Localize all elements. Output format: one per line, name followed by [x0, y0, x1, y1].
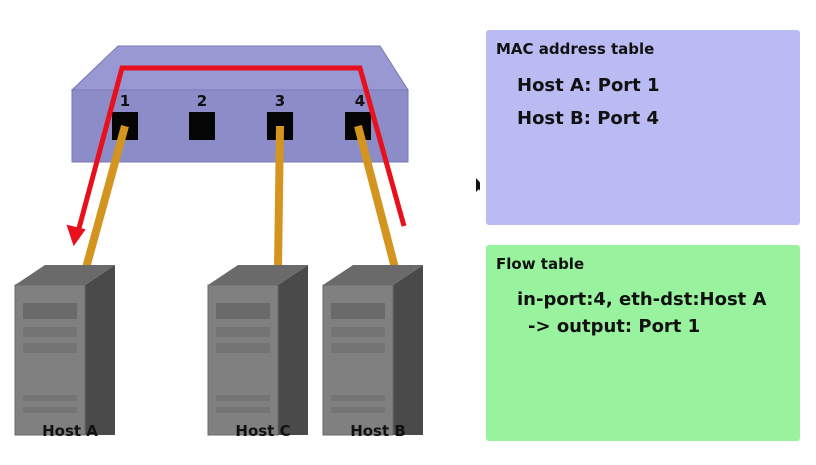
mac-table-title: MAC address table — [496, 40, 655, 58]
forwarding-path-arrow — [66, 65, 407, 247]
port-3-label: 3 — [275, 92, 285, 110]
flow-table-title: Flow table — [496, 255, 585, 273]
mac-address-table-panel: MAC address table Host A: Port 1 Host B:… — [486, 30, 800, 225]
arrow-head-icon — [66, 224, 86, 247]
flow-rule-action: -> output: Port 1 — [528, 316, 701, 337]
host-b-label: Host B — [350, 422, 406, 440]
flow-rule-match: in-port:4, eth-dst:Host A — [517, 289, 767, 310]
cable-port-3-host-c — [274, 125, 284, 269]
cable-port-4-host-b — [354, 124, 399, 270]
host-c-label: Host C — [235, 422, 290, 440]
network-diagram: 1 2 3 4 Host — [14, 45, 480, 440]
cable-port-1-host-a — [82, 124, 129, 270]
mouse-cursor-icon — [476, 178, 480, 192]
flow-table-panel: Flow table in-port:4, eth-dst:Host A -> … — [486, 245, 800, 441]
mac-table-entry-host-a: Host A: Port 1 — [517, 75, 660, 96]
port-1-label: 1 — [120, 92, 130, 110]
host-a-label: Host A — [42, 422, 98, 440]
port-4-label: 4 — [355, 92, 365, 110]
port-2-label: 2 — [197, 92, 207, 110]
mac-table-entry-host-b: Host B: Port 4 — [517, 108, 660, 129]
host-c-server-icon — [207, 264, 309, 436]
host-b-server-icon — [322, 264, 424, 436]
host-a-server-icon — [14, 264, 116, 436]
port-2: 2 — [189, 92, 215, 140]
